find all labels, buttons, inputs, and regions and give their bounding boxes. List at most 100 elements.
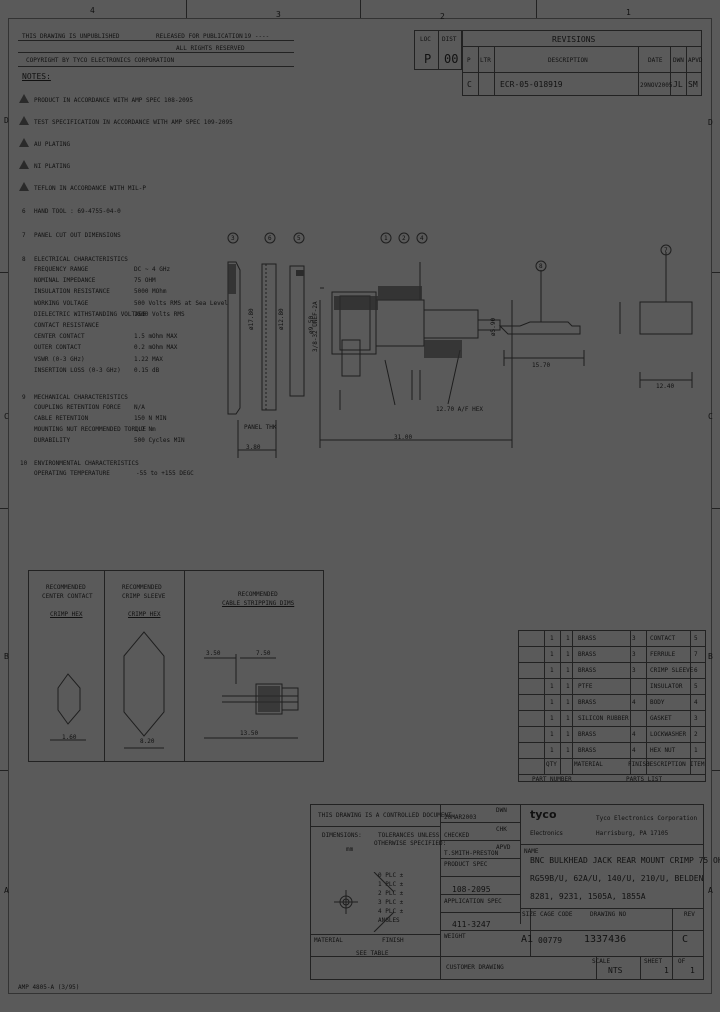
- bom-cell: 3: [694, 715, 698, 722]
- balloon-8: 8: [539, 263, 543, 270]
- note-num-8: 8: [22, 256, 26, 263]
- bom-part-number: PART NUMBER: [532, 776, 572, 783]
- bom-row-line: [518, 662, 706, 663]
- electrical-value: 75 OHM: [134, 277, 156, 285]
- dim-len-small: 3.80: [246, 444, 261, 451]
- rev-col-dwn: DWN: [673, 57, 684, 64]
- rec-strip-a: 3.50: [206, 650, 221, 657]
- bom-row-line: [518, 710, 706, 711]
- bom-cell: 4: [694, 699, 698, 706]
- tyco-logo: tyco: [530, 808, 557, 821]
- rev-row-dwn: JL: [673, 80, 683, 89]
- bom-cell: 6: [694, 667, 698, 674]
- dim-ferrule-len: 12.40: [656, 383, 675, 390]
- tb-prod-spec-val: 108-2095: [452, 885, 491, 894]
- zone-right-C: C: [708, 412, 713, 421]
- bom-cell: 1: [566, 683, 570, 690]
- connector-drawing: [227, 232, 693, 458]
- bom-head-cell: MATERIAL: [574, 761, 603, 768]
- tb-dim-note-2: TOLERANCES UNLESS: [378, 832, 440, 839]
- bom-cell: BRASS: [578, 747, 597, 754]
- bom-cell: 5: [694, 683, 698, 690]
- note-5: TEFLON IN ACCORDANCE WITH MIL-P: [34, 185, 146, 192]
- bom-cell: 1: [550, 635, 554, 642]
- bom-cell: 1: [566, 699, 570, 706]
- electrical-value: 1.22 MAX: [134, 355, 163, 363]
- rec-sleeve-2: CRIMP SLEEVE: [122, 593, 166, 600]
- loc-value: P: [424, 52, 432, 66]
- rec-strip-c: 13.50: [240, 730, 259, 737]
- tolerance-row: ANGLES: [378, 917, 400, 924]
- bom-cell: BODY: [650, 699, 665, 706]
- balloon-3: 3: [231, 235, 235, 242]
- balloon-5: 5: [297, 235, 301, 242]
- rec-center-2: CENTER CONTACT: [42, 593, 93, 600]
- mechanical-value: 500 Cycles MIN: [134, 437, 185, 444]
- electrical-label: FREQUENCY RANGE: [34, 266, 89, 273]
- rev-row-p: C: [467, 80, 472, 89]
- rec-strip-b: 7.50: [256, 650, 271, 657]
- note-flag-1: [19, 94, 29, 103]
- note-flag-4: [19, 160, 29, 169]
- rec-strip-1: RECOMMENDED: [238, 591, 278, 598]
- note-num-9: 9: [22, 394, 26, 401]
- electrical-label: CONTACT RESISTANCE: [34, 322, 100, 329]
- bom-cell: CRIMP SLEEVE: [650, 667, 694, 674]
- tb-chk-label: CHK: [496, 826, 507, 833]
- bom-cell: 1: [566, 715, 570, 722]
- rec-center-3: CRIMP HEX: [50, 611, 83, 618]
- note-num-6: 6: [22, 208, 26, 215]
- tb-appvd-val: T.SMITH-PRESTON: [444, 850, 499, 857]
- electrical-value: 1500 Volts RMS: [134, 310, 185, 318]
- zone-top-3: 3: [276, 10, 281, 19]
- bom-cell: 3: [632, 651, 636, 658]
- electrical-label: INSULATION RESISTANCE: [34, 288, 110, 296]
- bom-cell: 1: [566, 635, 570, 642]
- bom-cell: BRASS: [578, 699, 597, 706]
- bom-cell: LOCKWASHER: [650, 731, 687, 738]
- dim-d-outer: ø17.80: [248, 308, 255, 330]
- tolerance-row: 0 PLC ±: [378, 872, 404, 879]
- electrical-value: DC ~ 4 GHz: [134, 266, 171, 273]
- tb-prod-spec-label: PRODUCT SPEC: [444, 861, 488, 868]
- rev-col-ltr: LTR: [480, 57, 491, 64]
- note-6: HAND TOOL : 69-4755-04-0: [34, 208, 121, 215]
- tb-company: Tyco Electronics Corporation: [596, 815, 698, 822]
- loc-label: LOC: [420, 36, 431, 43]
- zone-right-A: A: [708, 886, 713, 895]
- tb-of: OF: [678, 958, 686, 965]
- header-year: 19 ----: [244, 33, 270, 40]
- balloon-1: 1: [384, 235, 388, 242]
- bom-cell: 1: [550, 747, 554, 754]
- note-7: PANEL CUT OUT DIMENSIONS: [34, 232, 121, 239]
- balloon-4: 4: [420, 235, 424, 242]
- recommended-frame: [28, 570, 324, 762]
- electrical-label: NOMINAL IMPEDANCE: [34, 277, 96, 285]
- tolerance-row: 3 PLC ±: [378, 899, 404, 906]
- dim-d-mid: ø12.80: [278, 308, 285, 330]
- bom-cell: 5: [694, 635, 698, 642]
- mechanical-title: MECHANICAL CHARACTERISTICS: [34, 394, 128, 401]
- tb-size-label: SIZE: [522, 911, 537, 918]
- bom-cell: 1: [550, 651, 554, 658]
- bom-parts-list: PARTS LIST: [626, 776, 663, 783]
- dim-dia-small: ø5.90: [490, 317, 497, 336]
- tb-customer-drawing: CUSTOMER DRAWING: [446, 964, 504, 971]
- tb-dim-note-1: DIMENSIONS:: [322, 832, 362, 839]
- electrical-label: WORKING VOLTAGE: [34, 299, 89, 307]
- tb-mm: mm: [346, 846, 354, 853]
- bom-cell: BRASS: [578, 731, 597, 738]
- revisions-title: REVISIONS: [552, 35, 596, 44]
- revisions-table: [462, 30, 702, 96]
- header-released: RELEASED FOR PUBLICATION: [156, 33, 243, 40]
- tb-company2: Harrisburg, PA 17105: [596, 830, 669, 837]
- bom-cell: BRASS: [578, 651, 597, 658]
- tb-of-val: 1: [690, 966, 695, 975]
- bom-cell: PTFE: [578, 683, 593, 690]
- dim-thread: 3/8-32 UNEF-2A: [312, 301, 319, 352]
- tb-see-table: SEE TABLE: [356, 950, 389, 957]
- environmental-title: ENVIRONMENTAL CHARACTERISTICS: [34, 460, 139, 467]
- note-num-10: 10: [20, 460, 28, 467]
- bom-row-line: [518, 646, 706, 647]
- tb-sheet-label: SHEET: [644, 958, 663, 965]
